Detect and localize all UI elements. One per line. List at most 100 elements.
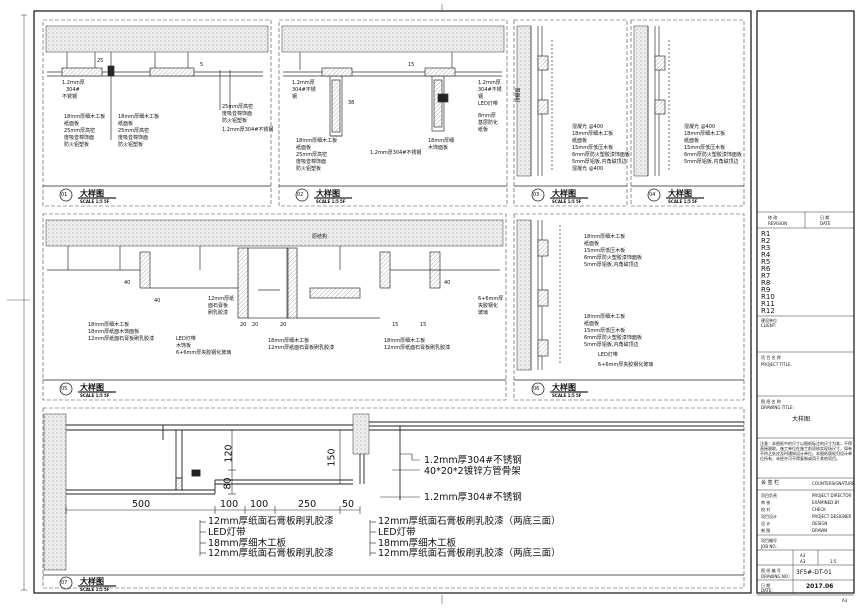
- revision-r11: R11: [761, 300, 775, 308]
- d07-mid-label-1: LED灯带: [378, 527, 416, 538]
- d05-label-10: 12mm厚纸面石膏板刷乳胶漆: [268, 345, 335, 351]
- role-4-cn: 设 计: [761, 521, 771, 526]
- caption-04-scale: SCALE 1:5: [668, 199, 691, 204]
- d06-label-0: 18mm厚细木工板: [584, 234, 626, 240]
- revision-r7: R7: [761, 272, 771, 280]
- d07-dim-2: 100: [250, 499, 269, 510]
- revision-r12: R12: [761, 307, 775, 315]
- caption-07-scale: SCALE 1:5: [80, 587, 103, 592]
- d01-label-15: 防火铝塑板: [222, 118, 248, 124]
- d05-dim-0: 40: [124, 280, 131, 286]
- d03-label-7: 混凝光 @400: [572, 166, 604, 172]
- d03-label-5: 6mm厚防火塑胶漆饰面板: [572, 152, 630, 158]
- d06-label-10: LED灯带: [598, 352, 618, 358]
- d05-dim-1: 40: [154, 298, 161, 304]
- caption-04-floor: 5F: [692, 199, 698, 204]
- d02-label-5: 钢: [478, 94, 484, 100]
- revision-r9: R9: [761, 286, 771, 294]
- caption-05-number: 05: [61, 386, 68, 392]
- caption-02-title: 大样图: [316, 189, 340, 198]
- d02-label-10: 18mm厚细木工板: [296, 138, 338, 144]
- revision-r1: R1: [761, 230, 771, 238]
- d03-label-6: 5mm厚铝板,内角磁顶边: [572, 159, 627, 165]
- revision-r6: R6: [761, 265, 771, 273]
- job-label-cn: 项目编号: [761, 538, 777, 543]
- client-label-en: CLIENT:: [761, 323, 777, 328]
- caption-05-floor: 5F: [104, 393, 110, 398]
- d05-dim-5: 15: [392, 322, 399, 328]
- d06-label-8: 6mm厚防火塑胶漆饰面板: [584, 335, 642, 341]
- d05-label-16: 原结构: [312, 234, 328, 240]
- d01-label-1: 304#: [66, 87, 80, 93]
- role-5-cn: 制 图: [761, 528, 771, 533]
- revision-header-cn: 修 改: [768, 215, 778, 220]
- caption-04-number: 04: [649, 192, 656, 198]
- d01-label-14: 度吸音棉饰面: [222, 111, 253, 117]
- d03-label-2: 18mm厚细木工板: [572, 131, 614, 137]
- notes: 注意：本图纸中的尺寸以图纸标注的尺寸为准，不得直接量取。施工单位在施工前须核实现…: [760, 441, 852, 461]
- d01-label-2: 不锈钢: [62, 94, 78, 100]
- d04-label-4: 6mm厚防火塑胶漆饰面板: [684, 152, 742, 158]
- caption-03-scale: SCALE 1:5: [552, 199, 575, 204]
- d02-label-6: LED灯带: [478, 101, 498, 107]
- caption-03-title: 大样图: [552, 189, 576, 198]
- d04-label-5: 5mm厚铝板,内角磁顶边: [684, 159, 739, 165]
- d07-left-label-2: 18mm厚细木工板: [208, 538, 287, 549]
- d07-mid-label-2: 18mm厚细木工板: [378, 538, 457, 549]
- d02-label-13: 度吸音棉饰面: [296, 159, 327, 165]
- d02-label-11: 纸面板: [296, 145, 312, 151]
- d05-label-4: 木饰板: [176, 343, 192, 349]
- d01-label-7: 防火铝塑板: [64, 142, 90, 148]
- d07-dim-5: 120: [223, 444, 235, 463]
- caption-03-floor: 5F: [576, 199, 582, 204]
- wall-07: [43, 413, 67, 571]
- d01-dim-1: 5: [200, 62, 204, 68]
- caption-01-title: 大样图: [80, 189, 104, 198]
- d02-label-17: 木饰面板: [428, 145, 449, 151]
- revision-r5: R5: [761, 258, 771, 266]
- d06-label-7: 15mm厚低压木板: [584, 328, 626, 334]
- paper-size: A3: [842, 598, 848, 603]
- d01-label-0: 1.2mm厚: [62, 80, 85, 86]
- d01-label-8: 18mm厚细木工板: [118, 114, 160, 120]
- revision-r8: R8: [761, 279, 771, 287]
- role-1-en: EXAMINED BY: [812, 500, 840, 505]
- caption-06-scale: SCALE 1:5: [552, 393, 575, 398]
- caption-05-title: 大样图: [80, 383, 104, 392]
- d05-label-1: 18mm厚纸面木饰面板: [88, 329, 140, 335]
- d04-label-2: 纸面板: [684, 138, 700, 144]
- date-label-en: DATE:: [761, 588, 773, 593]
- role-3-en: PROJECT DESIGNER: [812, 514, 852, 519]
- project-label-en: PROJECT TITLE:: [761, 362, 792, 367]
- d05-label-5: 6+6mm厚夹胶钢化玻璃: [176, 350, 232, 356]
- d06-label-6: 纸面板: [584, 321, 600, 327]
- drawing-date: 2017.06: [806, 583, 834, 590]
- caption-02-floor: 5F: [340, 199, 346, 204]
- d07-dim-1: 100: [220, 499, 239, 510]
- d02-label-1: 304#不锈: [292, 87, 316, 93]
- d07-right-label-2: 1.2mm厚304#不锈钢: [424, 492, 522, 503]
- d05-label-13: 6+6mm厚: [478, 296, 504, 302]
- d03-label-1: 混凝光 @400: [572, 124, 604, 130]
- date-header-en: DATE: [820, 221, 831, 226]
- d02-dim-0: 38: [348, 100, 355, 106]
- d07-dim-4: 50: [342, 499, 355, 510]
- caption-06-title: 大样图: [552, 383, 576, 392]
- d05-label-8: 刷乳胶漆: [208, 310, 229, 316]
- d05-label-6: 12mm厚纸: [208, 296, 235, 302]
- role-2-en: CHECK: [812, 507, 826, 512]
- revision-r3: R3: [761, 244, 771, 252]
- d02-label-15: 1.2mm厚304#不锈钢: [370, 150, 422, 156]
- d07-right-label-0: 1.2mm厚304#不锈钢: [424, 455, 522, 466]
- caption-07-floor: 5F: [104, 587, 110, 592]
- d04-label-3: 15mm厚低压木板: [684, 145, 726, 151]
- slab-05: [45, 219, 504, 247]
- caption-03-number: 03: [533, 192, 540, 198]
- d02-dim-1: 15: [408, 62, 415, 68]
- date-header-cn: 日 期: [820, 215, 830, 220]
- d05-label-11: 18mm厚细木工板: [384, 338, 426, 344]
- caption-06-floor: 5F: [576, 393, 582, 398]
- drawing-label-cn: 图 纸 名 称: [761, 399, 781, 404]
- size-label: A3: [800, 553, 806, 558]
